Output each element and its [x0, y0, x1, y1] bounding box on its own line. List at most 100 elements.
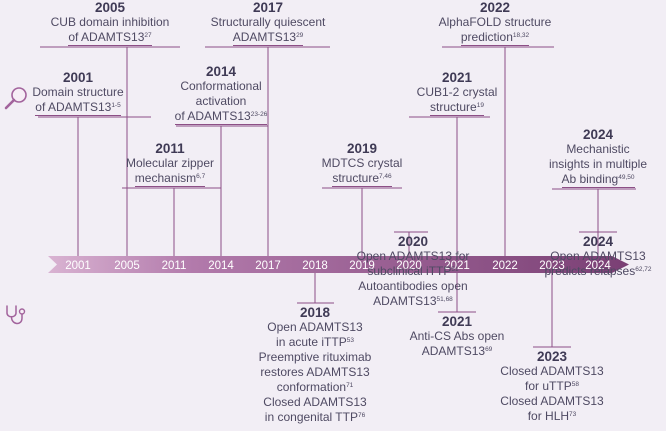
event-text: AlphaFOLD structure	[438, 15, 552, 29]
reference-superscript: 51,68	[436, 296, 453, 303]
event-year: 2021	[441, 314, 473, 329]
connector-lines	[38, 46, 636, 348]
event-year: 2005	[94, 0, 126, 15]
event-text-line: activation	[161, 94, 281, 109]
reference-superscript: 53	[346, 337, 354, 344]
event-text: for uTTP	[525, 379, 572, 393]
event-text-line: subclinical iTTP51	[343, 264, 483, 279]
event-text: ADAMTS13	[232, 30, 297, 44]
event-year: 2024	[582, 127, 614, 142]
event-text-line: of ADAMTS1327	[40, 30, 180, 46]
event-text-line: in congenital TTP76	[240, 410, 390, 425]
reference-superscript: 29	[296, 32, 304, 39]
event-year: 2022	[479, 0, 511, 15]
event-text: CUB1-2 crystal	[416, 85, 498, 99]
reference-superscript: 6,7	[196, 173, 206, 180]
event-text-line: mechanism6,7	[120, 171, 220, 187]
event-text-line: insights in multiple	[533, 157, 663, 172]
event-text-line: of ADAMTS1323-26	[161, 109, 281, 125]
event-text-line: for uTTP58	[487, 379, 617, 394]
axis-year-label: 2020	[396, 260, 422, 272]
event-text: in acute iTTP	[276, 335, 347, 349]
event-text: structure	[430, 100, 477, 114]
event-text-line: Open ADAMTS13	[528, 249, 666, 264]
event-text: of ADAMTS13	[35, 100, 112, 114]
event-text-line: Structurally quiescent	[198, 15, 338, 30]
event-text: MDTCS crystal	[321, 156, 403, 170]
reference-superscript: 71	[346, 382, 354, 389]
event-text-line: CUB1-2 crystal	[407, 85, 507, 100]
event-year: 2011	[155, 141, 185, 156]
event-text-line: Conformational	[161, 79, 281, 94]
event-text: Autoantibodies open	[358, 279, 468, 293]
timeline-arrow	[48, 256, 629, 273]
reference-superscript: 23-26	[250, 111, 268, 118]
reference-superscript: 18,32	[512, 32, 530, 39]
event-text: Closed ADAMTS13	[500, 364, 604, 378]
axis-year-label: 2021	[444, 260, 470, 272]
axis-year-label: 2023	[539, 260, 565, 272]
event-text-line: restores ADAMTS13	[240, 365, 390, 380]
event-year: 2018	[299, 305, 331, 320]
event-text-line: of ADAMTS131-5	[18, 100, 138, 116]
event-text: Mechanistic	[566, 142, 630, 156]
reference-superscript: 27	[144, 32, 152, 39]
event-text: structure	[332, 171, 380, 185]
event-text: Open ADAMTS13	[267, 320, 363, 334]
event-text-line: MDTCS crystal	[312, 156, 412, 171]
event-text-line: predicts relapses62,72	[528, 264, 666, 279]
event-text: mechanism	[134, 171, 197, 185]
reference-superscript: 19	[476, 102, 484, 109]
reference-superscript: 1-5	[111, 102, 121, 109]
event-text-line: Autoantibodies open	[343, 279, 483, 294]
event-text-line: Mechanistic	[533, 142, 663, 157]
event-text: conformation	[276, 380, 347, 394]
event-year: 2020	[397, 234, 429, 249]
event-text: ADAMTS13	[421, 344, 486, 358]
axis-year-label: 2018	[302, 260, 328, 272]
reference-superscript: 62,72	[635, 266, 652, 273]
event-text: of ADAMTS13	[174, 109, 251, 123]
reference-superscript: 49,50	[618, 174, 635, 181]
event-text-line: structure7,46	[312, 171, 412, 187]
event-text: insights in multiple	[548, 157, 648, 171]
reference-superscript: 58	[571, 381, 579, 388]
event-text: restores ADAMTS13	[260, 365, 370, 379]
event-text-line: ADAMTS1329	[198, 30, 338, 46]
event-text-line: AlphaFOLD structure	[425, 15, 565, 30]
event-text: Conformational	[180, 79, 262, 93]
event-text-line: Ab binding49,50	[533, 172, 663, 188]
event-text-line: Closed ADAMTS13	[240, 395, 390, 410]
reference-superscript: 51	[451, 266, 459, 273]
event-text: Ab binding	[561, 172, 619, 186]
event-text: Open ADAMTS13	[550, 249, 646, 263]
event-year: 2001	[62, 70, 94, 85]
event-text-line: ADAMTS1351,68	[343, 294, 483, 309]
event-text: Preemptive rituximab	[258, 350, 372, 364]
event-text: Open ADAMTS13 for	[356, 249, 470, 263]
event-text-line: for HLH73	[487, 409, 617, 424]
axis-year-label: 2024	[585, 260, 611, 272]
event-text: for HLH	[527, 409, 570, 423]
event-text-line: conformation71	[240, 380, 390, 395]
event-year: 2019	[346, 141, 378, 156]
axis-year-label: 2005	[114, 260, 140, 272]
event-text-line: structure19	[407, 100, 507, 116]
event-text-line: in acute iTTP53	[240, 335, 390, 350]
event-year: 2023	[536, 349, 568, 364]
event-text: subclinical iTTP	[367, 264, 452, 278]
axis-year-label: 2001	[65, 260, 91, 272]
event-year: 2021	[441, 70, 473, 85]
